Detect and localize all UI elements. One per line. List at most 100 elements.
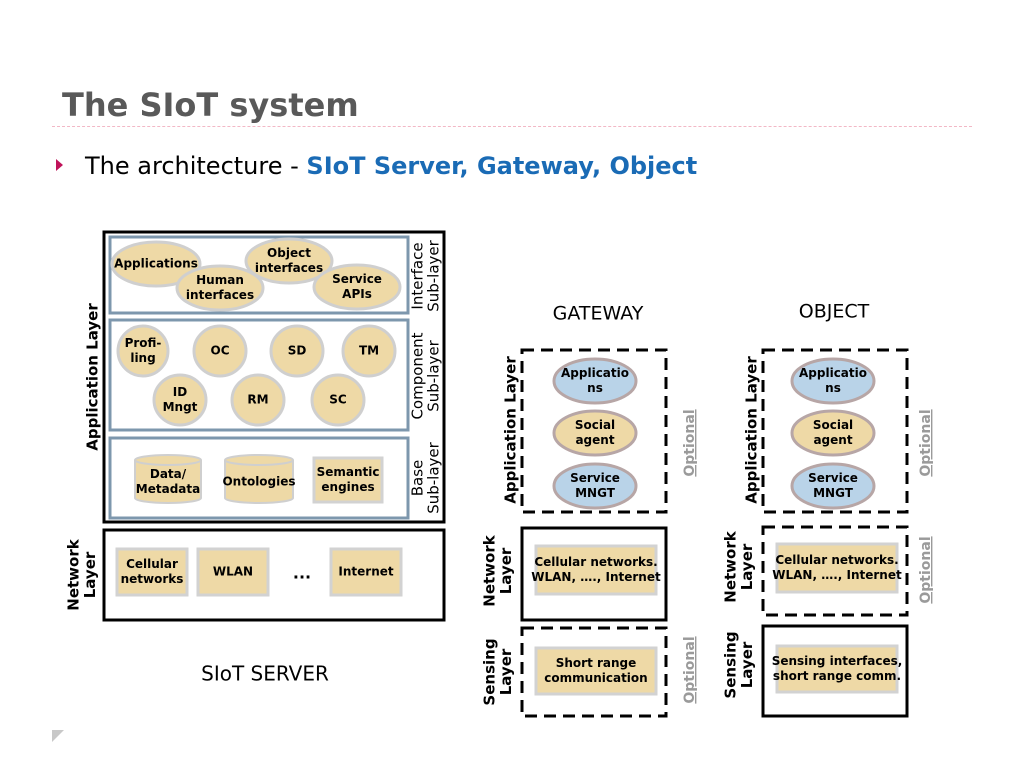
- interface-sublayer-label-text: InterfaceSub-layer: [409, 239, 443, 311]
- gateway-label-text: GATEWAY: [553, 303, 644, 325]
- base-sublayer-label-line: Base: [409, 460, 427, 497]
- object-application-layer-label-text: Application Layer: [743, 356, 761, 504]
- slide-title: The SIoT system: [62, 86, 359, 124]
- ontologies-cylinder-top: [224, 454, 294, 466]
- gateway-sensing-optional-label-line: Optional: [682, 636, 698, 703]
- gateway-sensing-content-label-line: communication: [544, 671, 647, 685]
- object-label: OBJECT: [799, 301, 870, 323]
- gateway-network-content-label-text: Cellular networks.WLAN, …., Internet: [531, 555, 661, 584]
- service-apis-ellipse-label-line: Service: [332, 272, 382, 286]
- network-ellipsis: ...: [293, 564, 311, 583]
- gateway-label: GATEWAY: [553, 303, 644, 325]
- object-label-line: OBJECT: [799, 301, 870, 323]
- object-applications-ellipse-label-line: ns: [825, 381, 841, 395]
- data-metadata-cylinder-label: Data/Metadata: [136, 467, 200, 496]
- object-interfaces-ellipse-label-line: interfaces: [255, 261, 323, 275]
- network-ellipsis-text: ...: [293, 564, 311, 583]
- object-sensing-layer-label: SensingLayer: [721, 631, 756, 698]
- gateway-sensing-content: [534, 646, 658, 696]
- object-network-optional-label-text: Optional: [918, 536, 934, 603]
- network-ellipsis-line: ...: [293, 564, 311, 583]
- object-network-layer-label-line: Network: [721, 530, 739, 602]
- gateway-network-content-label-line: WLAN, …., Internet: [531, 570, 661, 584]
- object-sensing-content-label: Sensing interfaces,short range comm.: [772, 654, 903, 683]
- gateway-sensing-optional-label: Optional: [682, 636, 698, 703]
- profiling-circle: [116, 324, 170, 378]
- object-social-agent-ellipse-label-line: agent: [813, 433, 852, 447]
- profiling-circle-label: Profi-ling: [125, 336, 162, 365]
- profiling-circle-label-line: ling: [130, 351, 155, 365]
- gateway-sensing-layer-label-text: SensingLayer: [480, 638, 515, 705]
- id-mngt-circle-label-line: ID: [173, 385, 187, 399]
- gateway-application-layer-label: Application Layer: [502, 356, 520, 504]
- gateway-network-layer-label-text: NetworkLayer: [480, 534, 515, 606]
- human-interfaces-ellipse-label-line: interfaces: [186, 288, 254, 302]
- base-sublayer-label-text: BaseSub-layer: [409, 441, 443, 513]
- gateway-network-layer-label-line: Layer: [497, 547, 515, 594]
- title-divider: [52, 126, 972, 127]
- id-mngt-circle: [152, 373, 208, 427]
- server-network-layer-label-line: Network: [64, 538, 82, 610]
- object-network-optional-label-line: Optional: [918, 536, 934, 603]
- cellular-networks-box-label-line: networks: [121, 572, 184, 586]
- slide-corner-mark: [52, 730, 64, 742]
- semantic-engines-box-label-line: engines: [321, 480, 374, 494]
- rm-circle: [230, 373, 286, 427]
- gateway-network-content: [534, 544, 658, 596]
- applications-ellipse-label-text: Applications: [114, 257, 198, 271]
- object-network-content: [775, 542, 899, 594]
- internet-box: [329, 547, 403, 597]
- object-interfaces-ellipse: [244, 237, 334, 285]
- oc-circle-label: OC: [210, 344, 229, 358]
- gateway-sensing-box: [520, 626, 668, 718]
- internet-box-label-text: Internet: [338, 565, 393, 579]
- gateway-network-layer-label-line: Network: [480, 534, 498, 606]
- gateway-application-layer-label-text: Application Layer: [502, 356, 520, 504]
- base-sublayer-label: BaseSub-layer: [409, 441, 443, 513]
- interface-sublayer-label-line: Interface: [409, 242, 427, 309]
- server-application-layer-label-text: Application Layer: [84, 303, 102, 451]
- object-app-optional-label-line: Optional: [918, 409, 934, 476]
- server-network-layer-label-line: Layer: [81, 551, 99, 598]
- data-metadata-cylinder-label-line: Metadata: [136, 482, 200, 496]
- server-application-box: [102, 230, 446, 524]
- object-network-layer-label-text: NetworkLayer: [721, 530, 756, 602]
- siot-server-label-line: SIoT SERVER: [201, 662, 329, 686]
- ontologies-cylinder: [224, 454, 294, 504]
- interface-sublayer-label: InterfaceSub-layer: [409, 239, 443, 311]
- gateway-app-optional-label-text: Optional: [682, 409, 698, 476]
- cellular-networks-box: [115, 547, 189, 597]
- server-network-layer-label: NetworkLayer: [64, 538, 99, 610]
- server-application-layer-label-line: Application Layer: [84, 303, 102, 451]
- gateway-applications-ellipse-label-line: Applicatio: [561, 366, 629, 380]
- ontologies-cylinder-label-text: Ontologies: [222, 475, 295, 489]
- object-sensing-content-label-text: Sensing interfaces,short range comm.: [772, 654, 903, 683]
- gateway-network-content-label-line: Cellular networks.: [534, 555, 657, 569]
- gateway-service-mngt-ellipse-label-line: Service: [570, 471, 620, 485]
- object-network-box: [761, 525, 909, 617]
- gateway-applications-ellipse-label-line: ns: [587, 381, 603, 395]
- object-label-text: OBJECT: [799, 301, 870, 323]
- sd-circle: [269, 324, 325, 378]
- bullet-highlight: SIoT Server, Gateway, Object: [306, 152, 698, 180]
- tm-circle-label: TM: [359, 344, 379, 358]
- component-sublayer-label: ComponentSub-layer: [409, 332, 443, 419]
- data-metadata-cylinder-label-line: Data/: [150, 467, 187, 481]
- object-applications-ellipse: [790, 357, 876, 405]
- interface-sublayer-label-line: Sub-layer: [424, 239, 442, 311]
- object-sensing-layer-label-text: SensingLayer: [721, 631, 756, 698]
